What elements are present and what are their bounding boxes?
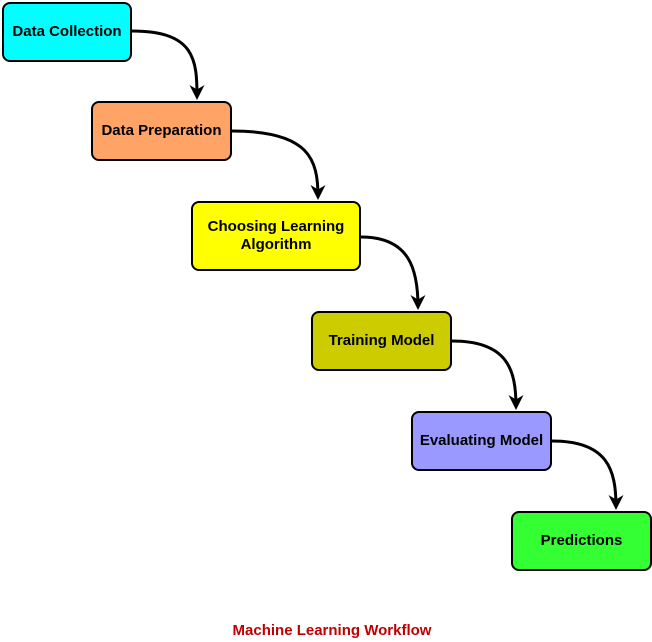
node-choosing-learning-algorithm: Choosing Learning Algorithm [191,201,361,271]
connector-arrow [451,339,524,410]
node-training-model: Training Model [311,311,452,371]
connector-arrow [551,439,624,510]
node-data-collection: Data Collection [2,2,132,62]
connector-arrow [231,129,326,200]
connector-arrow [360,235,426,310]
node-predictions: Predictions [511,511,652,571]
node-evaluating-model: Evaluating Model [411,411,552,471]
diagram-caption: Machine Learning Workflow [232,622,432,639]
connector-arrow [131,29,205,100]
node-data-preparation: Data Preparation [91,101,232,161]
